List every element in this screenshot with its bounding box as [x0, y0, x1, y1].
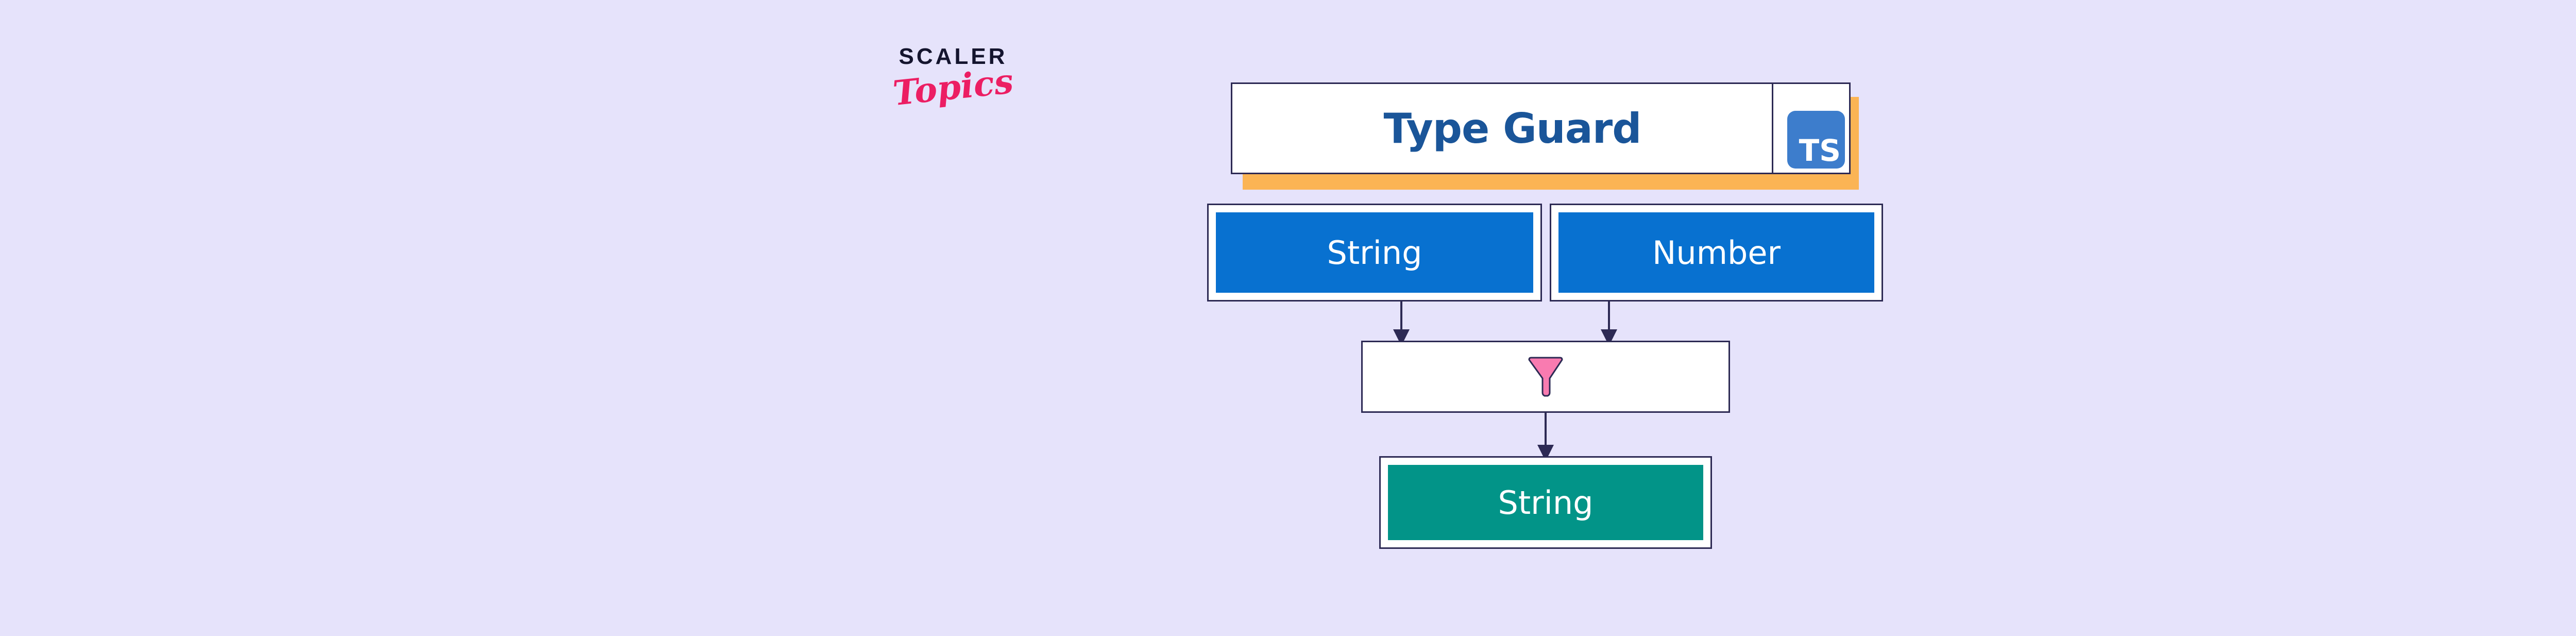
type-guard-box[interactable]: Type Guard TS	[1231, 82, 1851, 174]
typescript-badge-cell: TS	[1772, 84, 1849, 173]
output-node-string[interactable]: String	[1379, 456, 1712, 549]
input-node-string[interactable]: String	[1207, 204, 1542, 302]
page-title: Type Guard	[1383, 104, 1642, 153]
funnel-icon	[1528, 357, 1563, 397]
logo-scaler-text: SCALER	[899, 44, 1008, 69]
scaler-topics-logo: SCALER Topics	[876, 45, 1030, 128]
filter-node[interactable]	[1361, 341, 1730, 413]
input-node-number-label: Number	[1558, 212, 1874, 293]
output-node-string-label: String	[1388, 465, 1703, 540]
input-node-number[interactable]: Number	[1550, 204, 1883, 302]
typescript-icon: TS	[1787, 111, 1845, 169]
logo-topics-text: Topics	[891, 60, 1015, 114]
input-node-string-label: String	[1216, 212, 1533, 293]
